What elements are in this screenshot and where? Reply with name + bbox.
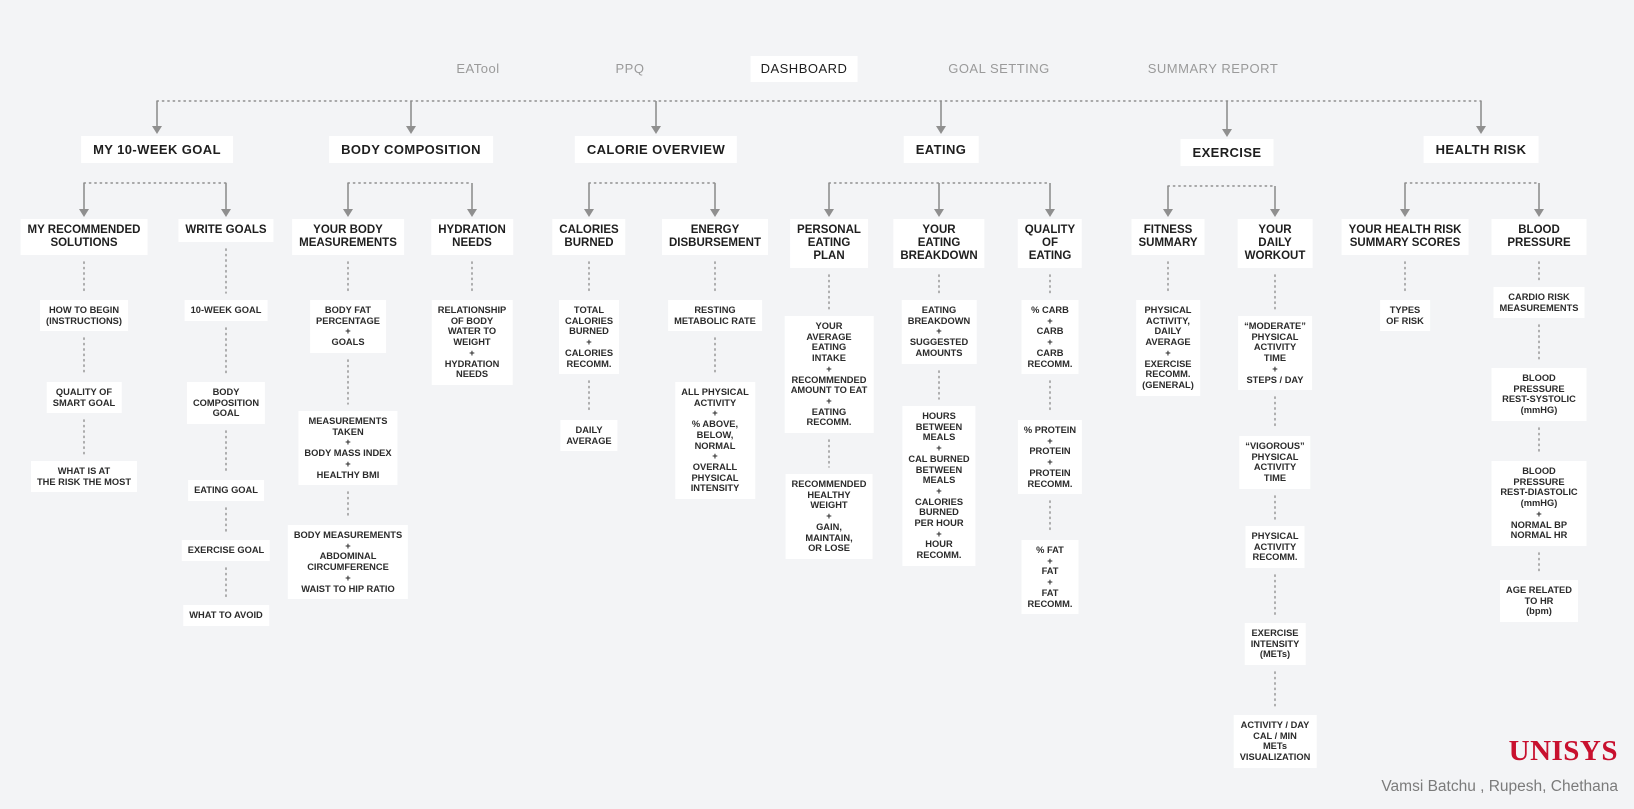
- detail-card: WHAT IS AT THE RISK THE MOST: [30, 461, 138, 493]
- subsection-your-health-risk-summary-scores: YOUR HEALTH RISK SUMMARY SCORES: [1341, 219, 1469, 255]
- arrowhead-icon: [651, 126, 661, 134]
- detail-card: QUALITY OF SMART GOAL: [46, 382, 122, 414]
- section-body-composition: BODY COMPOSITION: [329, 136, 493, 163]
- detail-card: BLOOD PRESSURE REST-SYSTOLIC (mmHG): [1491, 368, 1587, 421]
- detail-card: ALL PHYSICAL ACTIVITY + % ABOVE, BELOW, …: [675, 382, 755, 500]
- subsection-blood-pressure: BLOOD PRESSURE: [1491, 219, 1587, 255]
- arrowhead-icon: [824, 209, 834, 217]
- detail-card: EXERCISE GOAL: [181, 540, 271, 561]
- nav-eatool[interactable]: EATool: [456, 61, 500, 76]
- subsection-hydration-needs: HYDRATION NEEDS: [431, 219, 513, 255]
- section-health-risk: HEALTH RISK: [1423, 136, 1539, 163]
- subsection-my-recommended-solutions: MY RECOMMENDED SOLUTIONS: [20, 219, 148, 255]
- detail-card: BODY COMPOSITION GOAL: [186, 382, 266, 425]
- detail-card: TOTAL CALORIES BURNED + CALORIES RECOMM.: [558, 300, 620, 375]
- nav-goal-setting[interactable]: GOAL SETTING: [948, 61, 1050, 76]
- arrowhead-icon: [1476, 126, 1486, 134]
- subsection-calories-burned: CALORIES BURNED: [552, 219, 626, 255]
- arrowhead-icon: [1222, 129, 1232, 137]
- subsection-your-body-measurements: YOUR BODY MEASUREMENTS: [292, 219, 404, 255]
- arrowhead-icon: [584, 209, 594, 217]
- detail-card: MEASUREMENTS TAKEN + BODY MASS INDEX + H…: [298, 411, 398, 486]
- arrowhead-icon: [1400, 209, 1410, 217]
- detail-card: CARDIO RISK MEASUREMENTS: [1493, 287, 1585, 319]
- detail-card: EATING GOAL: [188, 480, 264, 501]
- subsection-quality-of-eating: QUALITY OF EATING: [1017, 219, 1083, 268]
- detail-card: “MODERATE” PHYSICAL ACTIVITY TIME + STEP…: [1238, 316, 1312, 391]
- detail-card: ACTIVITY / DAY CAL / MIN METs VISUALIZAT…: [1233, 715, 1317, 768]
- arrowhead-icon: [1270, 209, 1280, 217]
- arrowhead-icon: [152, 126, 162, 134]
- detail-card: HOW TO BEGIN (INSTRUCTIONS): [40, 300, 128, 332]
- detail-card: PHYSICAL ACTIVITY RECOMM.: [1245, 526, 1305, 569]
- subsection-personal-eating-plan: PERSONAL EATING PLAN: [790, 219, 868, 268]
- subsection-energy-disbursement: ENERGY DISBURSEMENT: [661, 219, 769, 255]
- detail-card: EXERCISE INTENSITY (METs): [1244, 623, 1306, 666]
- arrowhead-icon: [710, 209, 720, 217]
- detail-card: % FAT + FAT + FAT RECOMM.: [1021, 540, 1079, 615]
- arrowhead-icon: [1534, 209, 1544, 217]
- detail-card: WHAT TO AVOID: [183, 605, 269, 626]
- arrowhead-icon: [406, 126, 416, 134]
- detail-card: BODY FAT PERCENTAGE + GOALS: [310, 300, 386, 353]
- nav-summary-report[interactable]: SUMMARY REPORT: [1147, 61, 1279, 76]
- detail-card: 10-WEEK GOAL: [184, 300, 268, 321]
- detail-card: HOURS BETWEEN MEALS + CAL BURNED BETWEEN…: [902, 406, 976, 566]
- detail-card: PHYSICAL ACTIVITY, DAILY AVERAGE + EXERC…: [1136, 300, 1200, 396]
- section-my-10-week-goal: MY 10-WEEK GOAL: [81, 136, 233, 163]
- detail-card: “VIGOROUS” PHYSICAL ACTIVITY TIME: [1239, 436, 1311, 489]
- detail-card: RESTING METABOLIC RATE: [668, 300, 762, 332]
- detail-card: RELATIONSHIP OF BODY WATER TO WEIGHT + H…: [431, 300, 513, 385]
- nav-ppq[interactable]: PPQ: [615, 61, 645, 76]
- detail-card: EATING BREAKDOWN + SUGGESTED AMOUNTS: [901, 300, 977, 364]
- arrowhead-icon: [343, 209, 353, 217]
- section-calorie-overview: CALORIE OVERVIEW: [574, 136, 738, 163]
- detail-card: BLOOD PRESSURE REST-DIASTOLIC (mmHG) + N…: [1491, 461, 1587, 546]
- subsection-write-goals: WRITE GOALS: [178, 219, 274, 242]
- arrowhead-icon: [79, 209, 89, 217]
- arrowhead-icon: [467, 209, 477, 217]
- detail-card: AGE RELATED TO HR (bpm): [1500, 580, 1578, 623]
- detail-card: % CARB + CARB + CARB RECOMM.: [1021, 300, 1079, 375]
- detail-card: TYPES OF RISK: [1380, 300, 1430, 332]
- detail-card: YOUR AVERAGE EATING INTAKE + RECOMMENDED…: [784, 316, 874, 434]
- nav-dashboard[interactable]: DASHBOARD: [750, 56, 858, 82]
- arrowhead-icon: [1045, 209, 1055, 217]
- arrowhead-icon: [221, 209, 231, 217]
- detail-card: BODY MEASUREMENTS + ABDOMINAL CIRCUMFERE…: [287, 525, 409, 600]
- credits: Vamsi Batchu , Rupesh, Chethana: [1381, 778, 1618, 795]
- subsection-your-daily-workout: YOUR DAILY WORKOUT: [1237, 219, 1313, 268]
- arrowhead-icon: [936, 126, 946, 134]
- unisys-logo: UNISYS: [1508, 735, 1618, 767]
- detail-card: DAILY AVERAGE: [560, 420, 618, 452]
- section-eating: EATING: [903, 136, 979, 163]
- arrowhead-icon: [1163, 209, 1173, 217]
- subsection-fitness-summary: FITNESS SUMMARY: [1131, 219, 1205, 255]
- subsection-your-eating-breakdown: YOUR EATING BREAKDOWN: [893, 219, 985, 268]
- arrowhead-icon: [934, 209, 944, 217]
- section-exercise: EXERCISE: [1180, 139, 1274, 166]
- detail-card: RECOMMENDED HEALTHY WEIGHT + GAIN, MAINT…: [785, 474, 873, 559]
- detail-card: % PROTEIN + PROTEIN + PROTEIN RECOMM.: [1017, 420, 1083, 495]
